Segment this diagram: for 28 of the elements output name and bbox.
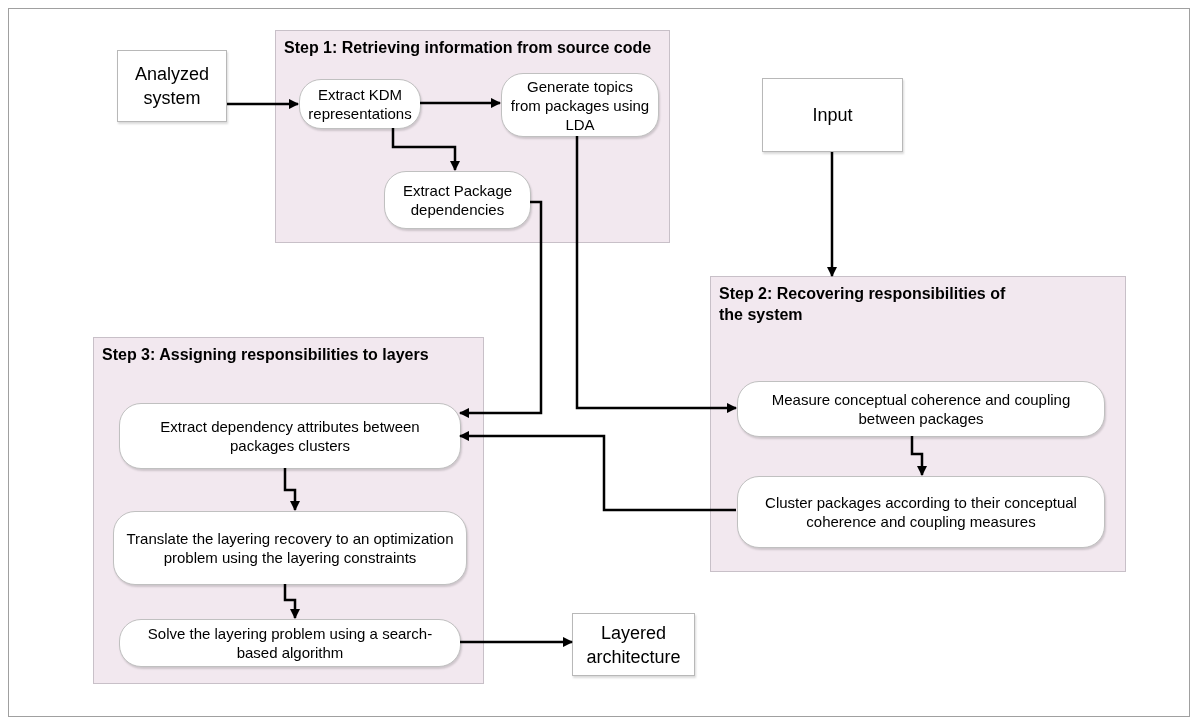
- arrow: [391, 128, 461, 172]
- process-box: Cluster packages according to their conceptual coherence and coupling measures: [737, 476, 1105, 548]
- arrow: [227, 98, 300, 110]
- step-title: Step 1: Retrieving information from source code: [284, 38, 652, 58]
- process-box: Extract Package dependencies: [384, 171, 531, 229]
- step-panel: [710, 276, 1126, 572]
- step-title: Step 2: Recovering responsibilities of the system: [719, 284, 1007, 325]
- process-box: Translate the layering recovery to an optimization problem using the layering constraints: [113, 511, 467, 585]
- arrow: [458, 430, 736, 512]
- input-output-box: Input: [762, 78, 903, 152]
- arrow: [420, 97, 502, 109]
- process-box: Extract dependency attributes between packages clusters: [119, 403, 461, 469]
- arrow: [283, 584, 301, 620]
- arrow: [575, 136, 738, 414]
- input-output-box: Layered architecture: [572, 613, 695, 676]
- process-box: Generate topics from packages using LDA: [501, 73, 659, 137]
- arrow: [826, 152, 838, 278]
- arrow: [460, 636, 574, 648]
- process-box: Extract KDM representations: [299, 79, 421, 129]
- step-title: Step 3: Assigning responsibilities to layers: [102, 345, 429, 365]
- process-box: Measure conceptual coherence and coupling between packages: [737, 381, 1105, 437]
- arrow: [458, 200, 543, 419]
- input-output-box: Analyzed system: [117, 50, 227, 122]
- arrow: [910, 436, 928, 477]
- step-panel: [275, 30, 670, 243]
- process-box: Solve the layering problem using a search-based algorithm: [119, 619, 461, 667]
- step-panel: [93, 337, 484, 684]
- arrow: [283, 468, 301, 512]
